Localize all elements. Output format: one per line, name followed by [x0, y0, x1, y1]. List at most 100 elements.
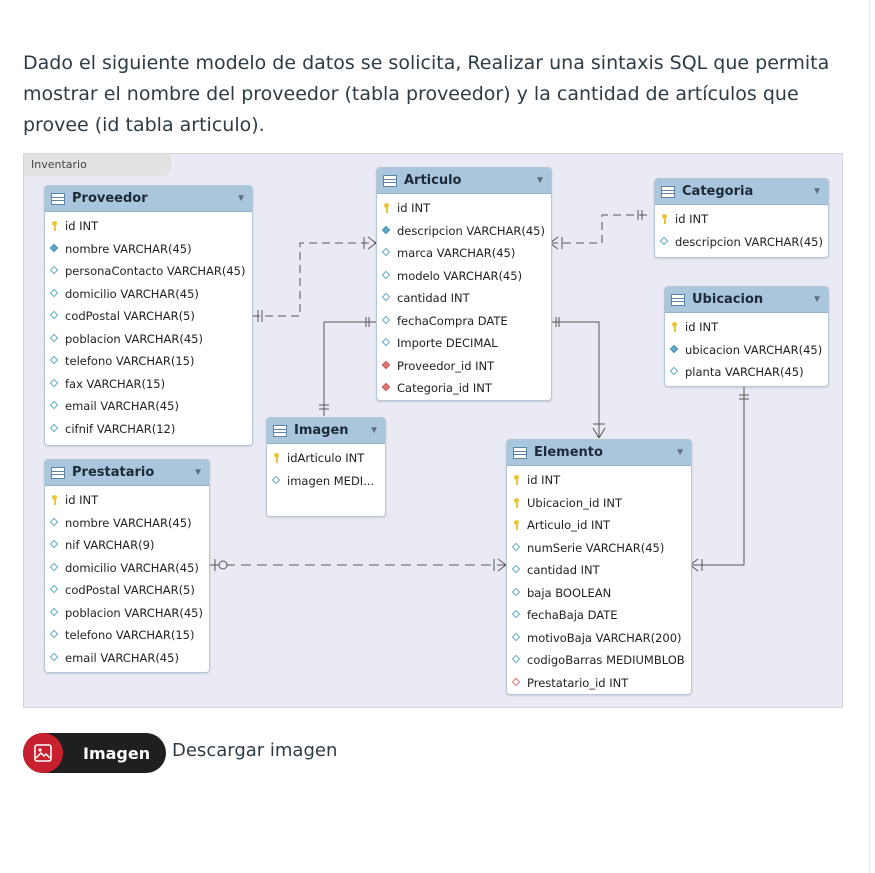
- field-label: cantidad INT: [527, 563, 600, 578]
- table-icon: [51, 466, 65, 479]
- table-field[interactable]: nombre VARCHAR(45): [45, 238, 252, 261]
- table-field[interactable]: cantidad INT: [507, 559, 691, 582]
- field-label: domicilio VARCHAR(45): [65, 286, 199, 301]
- table-field[interactable]: poblacion VARCHAR(45): [45, 602, 209, 625]
- table-proveedor[interactable]: Proveedor ▼ id INT nombre VARCHAR(45)perso…: [44, 185, 253, 446]
- dropdown-arrow-icon[interactable]: ▼: [369, 425, 379, 436]
- table-field[interactable]: Importe DECIMAL: [377, 332, 551, 355]
- dropdown-arrow-icon[interactable]: ▼: [812, 186, 822, 197]
- table-field[interactable]: fechaCompra DATE: [377, 310, 551, 333]
- table-field[interactable]: planta VARCHAR(45): [665, 361, 828, 384]
- column-icon: [512, 633, 522, 643]
- table-field[interactable]: Prestatario_id INT: [507, 672, 691, 695]
- table-field[interactable]: descripcion VARCHAR(45): [377, 220, 551, 243]
- field-label: fechaCompra DATE: [397, 313, 508, 328]
- table-field[interactable]: nif VARCHAR(9): [45, 534, 209, 557]
- table-field[interactable]: id INT: [45, 215, 252, 238]
- field-label: Proveedor_id INT: [397, 358, 495, 373]
- column-icon: [382, 316, 392, 326]
- table-field[interactable]: telefono VARCHAR(15): [45, 350, 252, 373]
- rel-ubicacion-elemento: [690, 386, 745, 566]
- primary-key-icon: [50, 221, 60, 232]
- field-label: modelo VARCHAR(45): [397, 268, 523, 283]
- table-articulo[interactable]: Articulo ▼ id INT descripcion VARCHAR(45) m…: [376, 167, 552, 401]
- table-field[interactable]: domicilio VARCHAR(45): [45, 557, 209, 580]
- table-field[interactable]: marca VARCHAR(45): [377, 242, 551, 265]
- table-field[interactable]: poblacion VARCHAR(45): [45, 328, 252, 351]
- table-field[interactable]: modelo VARCHAR(45): [377, 265, 551, 288]
- table-field[interactable]: baja BOOLEAN: [507, 582, 691, 605]
- table-field[interactable]: Categoria_id INT: [377, 377, 551, 400]
- table-field[interactable]: codPostal VARCHAR(5): [45, 579, 209, 602]
- table-title: Categoria: [682, 184, 754, 199]
- table-field[interactable]: Ubicacion_id INT: [507, 492, 691, 515]
- table-field[interactable]: fax VARCHAR(15): [45, 373, 252, 396]
- primary-key-icon: [272, 453, 282, 464]
- table-field[interactable]: id INT: [45, 489, 209, 512]
- table-field[interactable]: email VARCHAR(45): [45, 647, 209, 670]
- table-field[interactable]: email VARCHAR(45): [45, 395, 252, 418]
- column-icon: [512, 655, 522, 665]
- table-field[interactable]: id INT: [377, 197, 551, 220]
- table-field[interactable]: imagen MEDI...: [267, 470, 385, 493]
- dropdown-arrow-icon[interactable]: ▼: [193, 467, 203, 478]
- table-field[interactable]: telefono VARCHAR(15): [45, 624, 209, 647]
- primary-key-icon: [660, 214, 670, 225]
- primary-key-icon: [50, 495, 60, 506]
- table-field[interactable]: motivoBaja VARCHAR(200): [507, 627, 691, 650]
- column-icon: [50, 379, 60, 389]
- column-icon: [512, 610, 522, 620]
- rel-end-imagen-1: [319, 404, 329, 410]
- table-field[interactable]: id INT: [665, 316, 828, 339]
- table-field[interactable]: Articulo_id INT: [507, 514, 691, 537]
- rel-end-proveedor: [257, 310, 263, 322]
- table-title: Articulo: [404, 173, 462, 188]
- table-title: Proveedor: [72, 191, 148, 206]
- column-icon: [50, 356, 60, 366]
- download-image-link[interactable]: Descargar imagen: [172, 740, 338, 761]
- image-attachment-button[interactable]: Imagen: [23, 733, 166, 773]
- table-field[interactable]: domicilio VARCHAR(45): [45, 283, 252, 306]
- table-field[interactable]: cantidad INT: [377, 287, 551, 310]
- table-field[interactable]: nombre VARCHAR(45): [45, 512, 209, 535]
- rel-end-articulo-2: [555, 317, 560, 327]
- column-icon: [50, 653, 60, 663]
- table-field[interactable]: Proveedor_id INT: [377, 355, 551, 378]
- dropdown-arrow-icon[interactable]: ▼: [535, 175, 545, 186]
- field-label: descripcion VARCHAR(45): [397, 223, 545, 238]
- dropdown-arrow-icon[interactable]: ▼: [675, 447, 685, 458]
- table-field[interactable]: ubicacion VARCHAR(45): [665, 339, 828, 362]
- dropdown-arrow-icon[interactable]: ▼: [236, 193, 246, 204]
- column-icon: [50, 540, 60, 550]
- field-label: planta VARCHAR(45): [685, 365, 804, 380]
- foreign-key-icon: [382, 361, 392, 371]
- dropdown-arrow-icon[interactable]: ▼: [812, 294, 822, 305]
- image-icon: [23, 733, 63, 773]
- column-icon: [50, 424, 60, 434]
- table-field[interactable]: idArticulo INT: [267, 447, 385, 470]
- field-label: id INT: [65, 219, 99, 234]
- table-field[interactable]: id INT: [507, 469, 691, 492]
- table-field[interactable]: codigoBarras MEDIUMBLOB: [507, 649, 691, 672]
- rel-end-articulo-crow: [363, 236, 377, 250]
- table-field[interactable]: cifnif VARCHAR(12): [45, 418, 252, 441]
- field-label: id INT: [65, 493, 99, 508]
- table-field[interactable]: codPostal VARCHAR(5): [45, 305, 252, 328]
- table-field[interactable]: descripcion VARCHAR(45): [655, 231, 828, 254]
- table-field[interactable]: id INT: [655, 208, 828, 231]
- column-icon: [512, 588, 522, 598]
- table-icon: [51, 192, 65, 205]
- field-label: cifnif VARCHAR(12): [65, 421, 176, 436]
- field-label: codPostal VARCHAR(5): [65, 309, 195, 324]
- column-icon: [382, 338, 392, 348]
- table-field[interactable]: fechaBaja DATE: [507, 604, 691, 627]
- table-field[interactable]: numSerie VARCHAR(45): [507, 537, 691, 560]
- field-label: Prestatario_id INT: [527, 675, 629, 690]
- table-field[interactable]: personaContacto VARCHAR(45): [45, 260, 252, 283]
- page-divider: [869, 0, 870, 873]
